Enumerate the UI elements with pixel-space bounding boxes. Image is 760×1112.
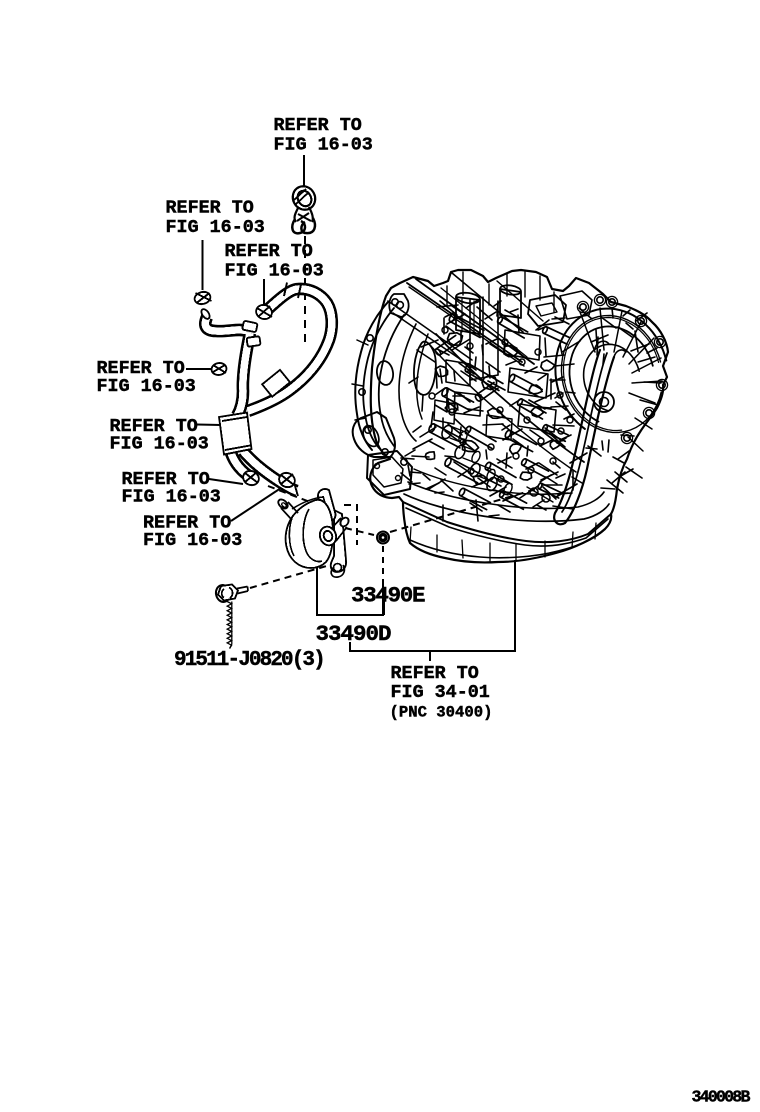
svg-text:FIG 16-03: FIG 16-03 xyxy=(110,434,209,455)
svg-text:REFER TO: REFER TO xyxy=(97,358,185,379)
svg-text:(PNC 30400): (PNC 30400) xyxy=(390,704,493,722)
svg-text:FIG 16-03: FIG 16-03 xyxy=(97,376,196,397)
svg-text:91511-J0820(3): 91511-J0820(3) xyxy=(174,649,324,672)
svg-text:REFER TO: REFER TO xyxy=(391,663,479,684)
svg-text:FIG 34-01: FIG 34-01 xyxy=(391,682,490,703)
svg-text:REFER TO: REFER TO xyxy=(110,416,198,437)
svg-text:REFER TO: REFER TO xyxy=(143,513,231,534)
svg-text:340008B: 340008B xyxy=(692,1088,751,1107)
svg-text:FIG 16-03: FIG 16-03 xyxy=(274,135,373,156)
svg-text:REFER TO: REFER TO xyxy=(166,198,254,219)
svg-text:33490E: 33490E xyxy=(351,583,425,609)
svg-text:33490D: 33490D xyxy=(316,621,392,647)
svg-text:REFER TO: REFER TO xyxy=(122,469,210,490)
svg-text:FIG 16-03: FIG 16-03 xyxy=(166,217,265,238)
svg-text:REFER TO: REFER TO xyxy=(225,241,313,262)
svg-text:FIG 16-03: FIG 16-03 xyxy=(143,530,242,551)
svg-text:FIG 16-03: FIG 16-03 xyxy=(122,487,221,508)
svg-text:FIG 16-03: FIG 16-03 xyxy=(225,261,324,282)
svg-text:REFER TO: REFER TO xyxy=(274,115,362,136)
